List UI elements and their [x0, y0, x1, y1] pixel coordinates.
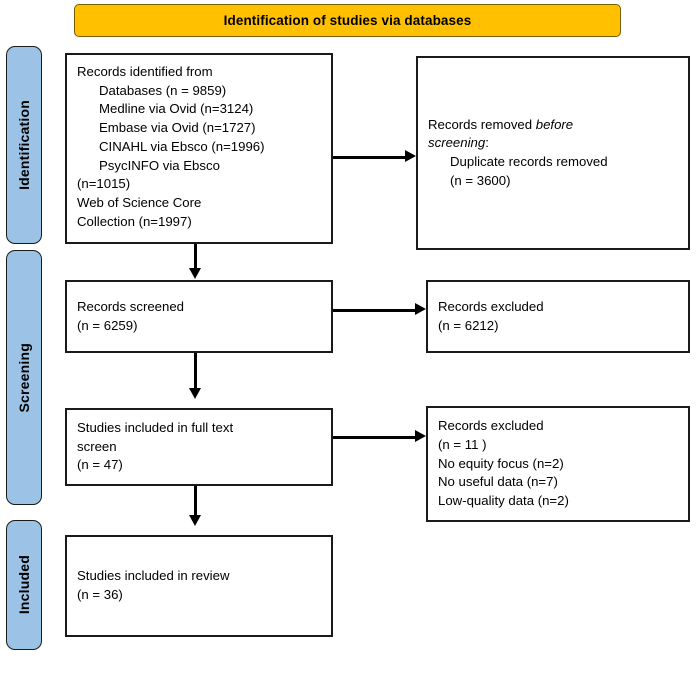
box-line: Databases (n = 9859)	[99, 82, 227, 98]
stage-bar-screening: Screening	[6, 250, 42, 505]
box-line: CINAHL via Ebsco (n=1996)	[99, 138, 265, 154]
connector-screened-to-excluded-line	[333, 309, 415, 312]
box-line: Studies included in review	[77, 568, 230, 584]
stage-label-screening: Screening	[16, 342, 32, 413]
box-line: (n = 47)	[77, 457, 123, 473]
box-line: Collection (n=1997)	[77, 213, 192, 229]
box-line: (n = 36)	[77, 587, 123, 602]
stage-bar-included: Included	[6, 520, 42, 650]
box-records-screened: Records screened (n = 6259)	[65, 280, 333, 353]
box-text-italic: before	[535, 116, 574, 132]
connector-fulltext-to-excluded-arrow	[415, 430, 426, 442]
box-text-italic: screening	[428, 135, 486, 151]
box-line: Duplicate records removed	[450, 154, 608, 169]
connector-fulltext-to-included-arrow	[189, 515, 201, 526]
box-line: Medline via Ovid (n=3124)	[99, 101, 254, 117]
box-records-identified: Records identified from Databases (n = 9…	[65, 53, 333, 244]
box-line: PsycINFO via Ebsco	[99, 157, 220, 173]
box-line: No useful data (n=7)	[438, 474, 558, 490]
box-line: No equity focus (n=2)	[438, 455, 564, 471]
box-line: Records removed before	[428, 116, 678, 135]
box-line: Records excluded	[438, 298, 544, 314]
box-line: Records excluded	[438, 418, 544, 434]
box-line: (n=1015)	[77, 176, 131, 192]
connector-fulltext-to-included-line	[194, 486, 197, 517]
diagram-title: Identification of studies via databases	[223, 13, 472, 28]
box-text-plain: Records removed	[428, 116, 536, 132]
box-records-excluded-screening: Records excluded (n = 6212)	[426, 280, 690, 353]
box-line: Low-quality data (n=2)	[438, 493, 569, 509]
box-line: (n = 6212)	[438, 317, 499, 333]
box-line: Embase via Ovid (n=1727)	[99, 120, 256, 136]
connector-identified-to-removed-line	[333, 156, 405, 159]
connector-screened-to-fulltext-arrow	[189, 388, 201, 399]
stage-label-included: Included	[16, 555, 32, 615]
stage-bar-identification: Identification	[6, 46, 42, 244]
connector-identified-to-screened-line	[194, 244, 197, 270]
connector-identified-to-removed-arrow	[405, 150, 416, 162]
box-records-excluded-full-text: Records excluded (n = 11 ) No equity foc…	[426, 406, 690, 522]
diagram-header-banner: Identification of studies via databases	[74, 4, 621, 37]
connector-screened-to-fulltext-line	[194, 353, 197, 390]
box-line: (n = 11 )	[438, 436, 487, 452]
box-line: (n = 6259)	[77, 317, 138, 333]
connector-identified-to-screened-arrow	[189, 268, 201, 279]
stage-label-identification: Identification	[16, 100, 32, 190]
box-text-plain: :	[485, 135, 489, 151]
box-records-removed-before-screening: Records removed before screening: Duplic…	[416, 56, 690, 250]
box-line: Records screened	[77, 298, 185, 314]
box-line: Studies included in full text	[77, 419, 234, 435]
connector-screened-to-excluded-arrow	[415, 303, 426, 315]
box-line: Web of Science Core	[77, 195, 202, 211]
connector-fulltext-to-excluded-line	[333, 436, 415, 439]
box-line: screening:	[428, 134, 678, 153]
box-studies-included-in-review: Studies included in review (n = 36)	[65, 535, 333, 637]
box-line: screen	[77, 438, 117, 454]
box-line: Records identified from	[77, 64, 213, 79]
box-studies-full-text-screen: Studies included in full text screen (n …	[65, 408, 333, 486]
box-line: (n = 3600)	[450, 172, 511, 188]
